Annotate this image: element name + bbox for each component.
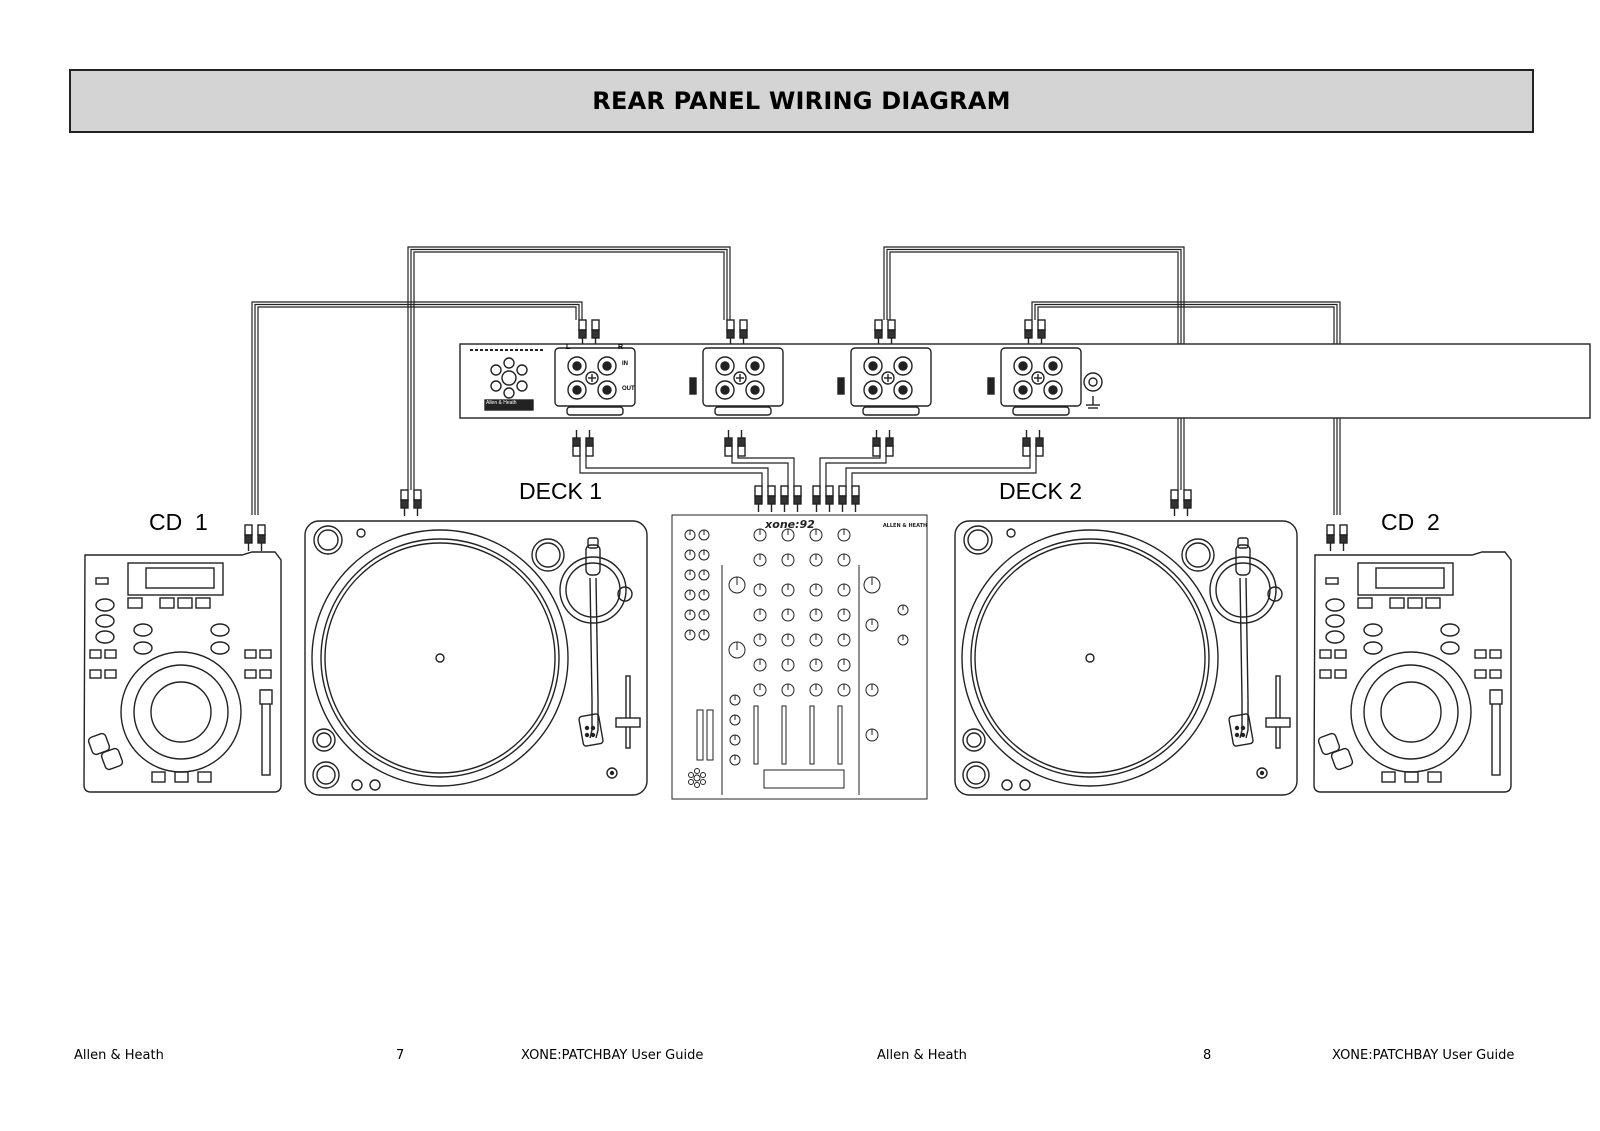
cd1-label: CD 1 — [149, 509, 208, 535]
page-title: REAR PANEL WIRING DIAGRAM — [592, 87, 1011, 115]
patchbay-port-l: L — [566, 344, 571, 351]
mixer-xone92: xone:92 ALLEN & HEATH — [671, 514, 928, 800]
patchbay-brand-label: Allen & Heath — [486, 400, 517, 406]
patchbay-port-r: R — [618, 344, 624, 351]
patchbay-top-plugs — [578, 319, 1046, 347]
ground-terminal — [1083, 372, 1103, 392]
mixer-faders — [696, 705, 845, 789]
cd2-label: CD 2 — [1381, 509, 1440, 535]
footer-right-guide: XONE:PATCHBAY User Guide — [1332, 1048, 1515, 1063]
mixer-logo — [688, 768, 706, 788]
footer-left-page: 7 — [396, 1048, 405, 1063]
cd-player-1 — [83, 551, 282, 793]
allen-heath-logo — [490, 357, 528, 399]
mixer-brand-label: ALLEN & HEATH — [883, 523, 927, 529]
patchbay-bottom-plugs — [572, 429, 1044, 457]
deck1-label: DECK 1 — [519, 478, 603, 504]
footer-left-brand: Allen & Heath — [74, 1048, 164, 1063]
title-bar: REAR PANEL WIRING DIAGRAM — [69, 69, 1534, 133]
turntable-2 — [954, 520, 1298, 796]
patchbay-port-out: OUT — [622, 386, 635, 392]
mixer-model-label: xone:92 — [764, 518, 815, 531]
footer-right-page: 8 — [1203, 1048, 1212, 1063]
footer-left-guide: XONE:PATCHBAY User Guide — [521, 1048, 704, 1063]
mixer-plugs — [754, 485, 860, 513]
deck2-label: DECK 2 — [999, 478, 1083, 504]
cd-player-2 — [1313, 551, 1512, 793]
patchbay-port-in: IN — [622, 361, 628, 367]
footer-right-brand: Allen & Heath — [877, 1048, 967, 1063]
patchbay-unit — [459, 343, 1591, 419]
turntable-1 — [304, 520, 648, 796]
